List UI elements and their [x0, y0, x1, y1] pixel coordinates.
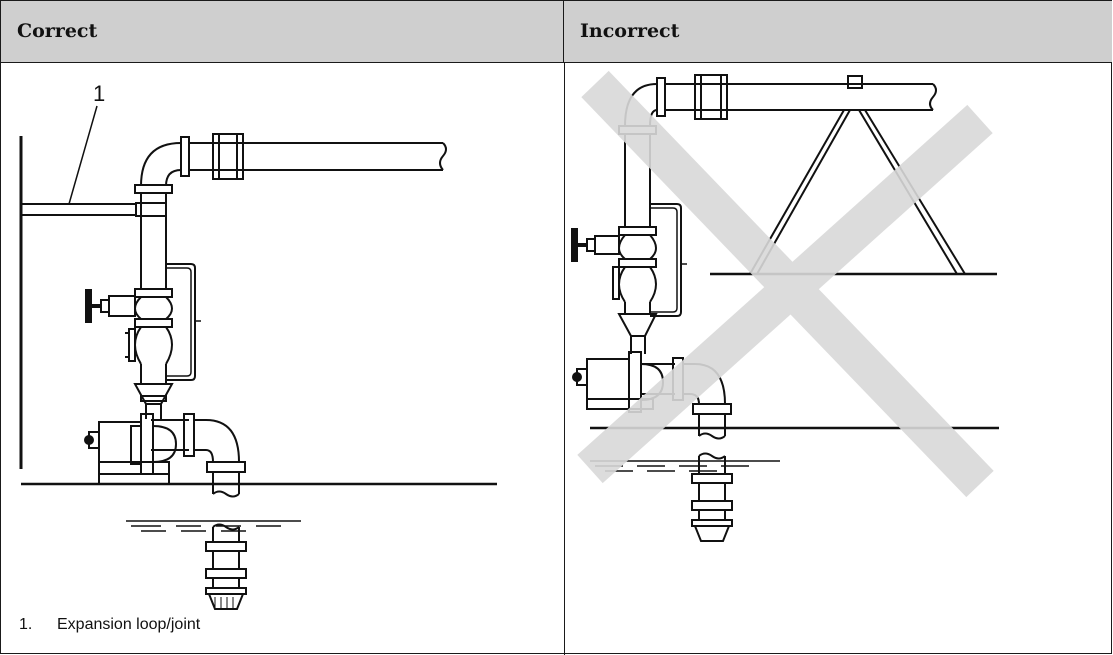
- side-valve: [85, 289, 136, 362]
- elbow-inner: [165, 169, 182, 187]
- cell-correct: 1: [1, 64, 564, 654]
- side-valve: [571, 228, 620, 300]
- pump: [84, 413, 195, 484]
- vertical-riser: [133, 193, 174, 419]
- legend-number: 1.: [19, 616, 33, 633]
- bypass-line: [166, 263, 196, 381]
- callout-number: 1: [93, 81, 105, 106]
- correct-installation-drawing: 1: [19, 81, 497, 610]
- header-incorrect: Incorrect: [564, 1, 1112, 63]
- suction-strainer: [691, 452, 733, 542]
- callout-leader-line: [68, 105, 98, 205]
- legend-item: 1. Expansion loop/joint: [19, 616, 200, 634]
- bypass-line: [650, 203, 682, 317]
- cell-incorrect: [565, 64, 1112, 654]
- legend-text: Expansion loop/joint: [57, 616, 201, 633]
- column-divider: [564, 63, 565, 655]
- wall-bracket: [21, 202, 167, 217]
- discharge-pipe: [656, 74, 937, 120]
- header-correct: Correct: [1, 1, 564, 63]
- elbow-flange: [134, 184, 173, 194]
- elbow-outer: [140, 142, 182, 187]
- water-surface: [126, 520, 301, 532]
- discharge-pipe: [180, 133, 447, 180]
- incorrect-cross-mark: [577, 70, 994, 498]
- suction-strainer: [205, 523, 247, 610]
- incorrect-installation-drawing: [571, 70, 999, 542]
